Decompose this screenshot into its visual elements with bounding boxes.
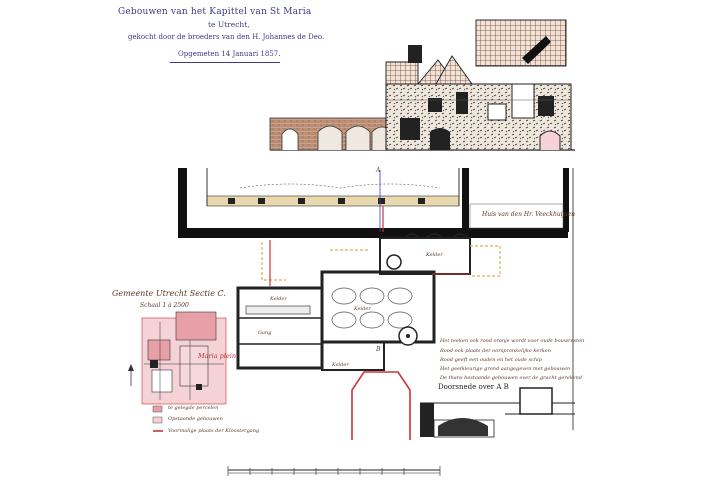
floor-plan (178, 168, 574, 440)
note-line-1: Het teeken ook rood oranje wordt voor ou… (440, 338, 585, 344)
room-label-1: Kelder (426, 252, 443, 258)
section-label: Doorsnede over A B (438, 383, 509, 391)
site-plan (128, 311, 227, 432)
neighbor-house-label: Huis van den Hr. Veeckhuijsen (482, 211, 576, 218)
note-line-4: Het geelkleurige grond aangegeven met ge… (440, 366, 571, 372)
point-b-label: B (376, 346, 381, 353)
room-label-4: Gang (258, 330, 272, 336)
title-line-4: Opgemeten 14 Januari 1857. (178, 50, 281, 58)
legend-label-3: Voormalige plaats der Kloostergang (168, 428, 260, 434)
note-line-3: Rood geeft een ouden en het oude schip (440, 357, 542, 363)
note-line-5: De thans bestaande gebouwen over de grac… (440, 375, 583, 381)
title-line-2: te Utrecht, (208, 20, 250, 29)
title-underline (170, 62, 280, 63)
scale-label: Schaal 1 à 2500 (140, 302, 189, 309)
scale-bar (227, 466, 441, 476)
title-line-3: gekocht door de broeders van den H. Joha… (128, 33, 325, 41)
municipality-label: Gemeente Utrecht Sectie C. (112, 289, 226, 298)
room-label-3: Kelder (270, 296, 287, 302)
room-label-5: Kelder (332, 362, 349, 368)
note-line-2: Rood ook plaats der oorspronkelijke kerk… (440, 348, 551, 354)
plan-label: Maria plein (198, 352, 237, 360)
elevation-drawing (269, 19, 575, 151)
legend-label-2: Opstaande gebouwen (168, 416, 223, 422)
section-drawing (420, 387, 575, 438)
title-line-1: Gebouwen van het Kapittel van St Maria (118, 7, 312, 17)
legend-label-1: te gelegde percelen (168, 405, 219, 411)
room-label-2: Kelder (354, 306, 371, 312)
point-a-label: A (376, 167, 381, 174)
